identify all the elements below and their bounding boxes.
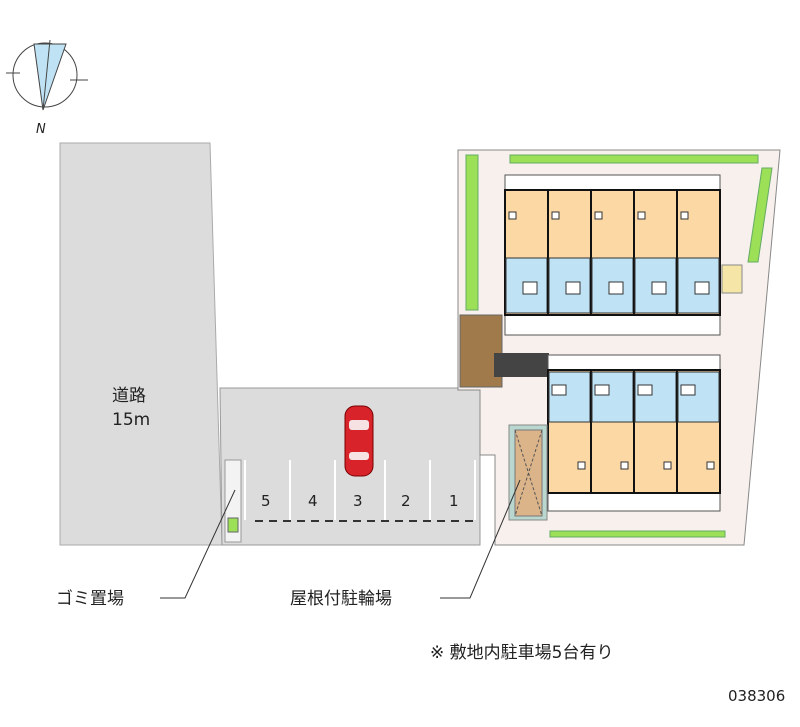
- apartment-unit: [676, 369, 721, 494]
- apartment-unit: [504, 189, 549, 316]
- hedge: [509, 154, 759, 164]
- stall-number: 4: [308, 492, 318, 510]
- label-bike-parking: 屋根付駐輪場: [290, 589, 392, 609]
- stall-number: 3: [353, 492, 363, 510]
- stair-roof: [494, 353, 549, 377]
- compass-icon: N: [6, 39, 88, 137]
- apartment-unit: [590, 189, 635, 316]
- bike-parking: [508, 424, 548, 521]
- leader-line-garbage: [160, 489, 236, 599]
- leader-line-bike: [440, 479, 521, 599]
- apartment-unit: [547, 189, 592, 316]
- label-garbage: ゴミ置場: [56, 588, 124, 609]
- parking-note: ※ 敷地内駐車場5台有り: [430, 643, 613, 663]
- hedge: [747, 167, 773, 263]
- stall-number: 5: [261, 492, 271, 510]
- north-label: N: [36, 122, 46, 137]
- road-width: 15m: [112, 410, 150, 430]
- car-icon: [344, 405, 374, 477]
- building-block-south: [547, 354, 721, 512]
- road: [59, 142, 223, 546]
- meter-box: [721, 264, 743, 294]
- building-block-north: [504, 174, 721, 336]
- parking-stall-lines: [244, 460, 476, 520]
- property-code: 038306: [728, 687, 785, 705]
- apartment-unit: [676, 189, 721, 316]
- apartment-unit: [547, 369, 592, 494]
- hedge: [549, 530, 726, 538]
- hedge: [465, 154, 479, 311]
- stall-number: 1: [449, 492, 459, 510]
- garbage-green: [227, 517, 239, 533]
- apartment-unit: [590, 369, 635, 494]
- apartment-unit: [633, 369, 678, 494]
- apartment-unit: [633, 189, 678, 316]
- road-name: 道路: [112, 386, 146, 406]
- stall-number: 2: [401, 492, 411, 510]
